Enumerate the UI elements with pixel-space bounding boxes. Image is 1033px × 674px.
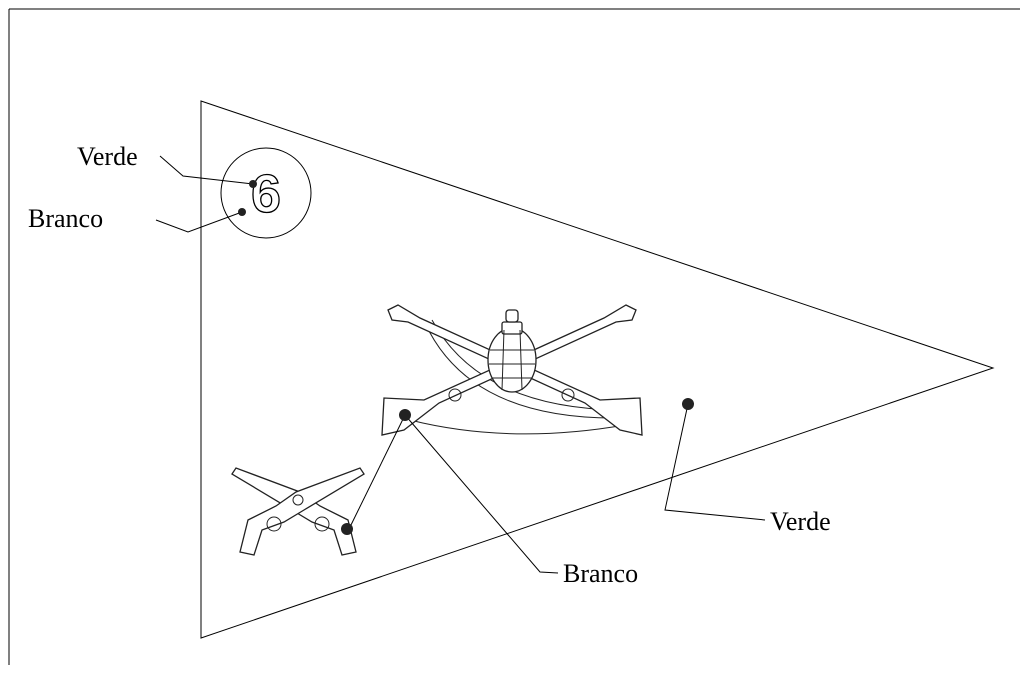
leader-number-verde <box>159 155 257 188</box>
badge-number: 6 <box>251 164 281 224</box>
infantry-emblem <box>381 304 643 436</box>
leader-circle-branco <box>155 208 246 233</box>
leader-field-verde <box>664 398 766 521</box>
crossed-pistols-emblem <box>231 467 365 556</box>
leader-emblem-branco <box>341 409 559 574</box>
pennant-outline <box>200 100 995 639</box>
number-badge: 6 <box>220 147 312 239</box>
label-number-verde: Verde <box>77 142 138 171</box>
label-emblem-branco: Branco <box>563 559 638 588</box>
label-field-verde: Verde <box>770 507 831 536</box>
label-circle-branco: Branco <box>28 204 103 233</box>
